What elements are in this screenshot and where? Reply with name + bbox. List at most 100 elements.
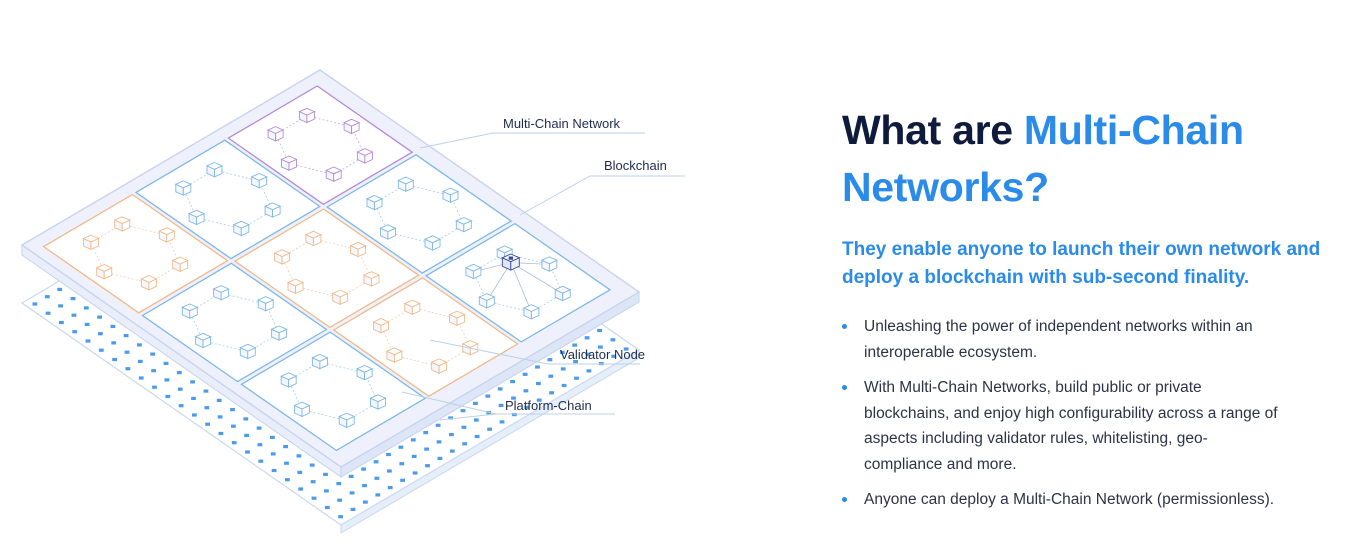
node-cube-icon <box>280 155 298 171</box>
platform-grid-node <box>560 367 566 371</box>
blockchain-tile-surface <box>227 85 414 206</box>
title-text: What are <box>842 107 1024 153</box>
platform-grid-node <box>338 515 343 519</box>
blockchain-tile <box>141 262 328 383</box>
platform-grid-node <box>585 352 591 356</box>
node-cube-icon <box>286 278 305 294</box>
node-cube-icon <box>257 296 275 312</box>
platform-grid-node <box>324 505 330 510</box>
platform-grid-node <box>178 404 184 408</box>
platform-grid-node <box>285 478 290 482</box>
platform-grid-node <box>283 445 288 449</box>
blockchain-tile <box>325 154 513 274</box>
platform-grid-node <box>203 389 209 393</box>
platform-grid-node <box>98 348 104 352</box>
node-cube-icon <box>356 148 374 164</box>
platform-grid-node <box>243 417 249 421</box>
platform-grid-node <box>311 496 317 500</box>
node-cube-icon <box>311 353 329 370</box>
node-cube-icon <box>441 187 460 203</box>
platform-grid-node <box>373 460 379 464</box>
platform-grid-node <box>310 480 316 484</box>
platform-grid-node <box>45 311 51 315</box>
platform-grid-node <box>271 468 277 473</box>
platform-grid-node <box>123 334 129 338</box>
platform-grid-node <box>499 420 505 424</box>
platform-grid-node <box>386 452 391 457</box>
platform-grid-node <box>586 369 592 373</box>
node-cube-icon <box>232 220 250 237</box>
node-cube-icon <box>397 176 415 192</box>
node-cube-icon <box>174 180 192 196</box>
platform-grid-node <box>97 315 102 319</box>
node-cube-icon <box>140 275 158 291</box>
validator-node-icon <box>501 253 521 271</box>
platform-grid-node <box>511 396 516 400</box>
bullet-item: Unleashing the power of independent netw… <box>842 314 1282 365</box>
platform-grid-node <box>245 450 250 454</box>
node-cube-icon <box>365 195 384 211</box>
platform-grid-node <box>336 482 342 486</box>
platform-grid-node <box>324 489 329 493</box>
platform-grid-node <box>623 347 629 351</box>
node-cube-icon <box>267 126 285 142</box>
platform-grid-node <box>497 387 503 391</box>
platform-grid-node <box>424 447 429 451</box>
blockchain-tile-surface <box>141 262 328 383</box>
platform-grid-node <box>410 438 416 442</box>
leader-blockchain <box>519 175 685 216</box>
bullet-list: Unleashing the power of independent netw… <box>842 314 1282 513</box>
platform-grid-node <box>363 500 368 504</box>
node-cube-icon <box>280 372 298 388</box>
platform-grid-node <box>112 357 117 362</box>
blockchain-tile-surface <box>42 193 229 314</box>
platform-grid-node <box>350 507 356 511</box>
page-title: What are Multi-Chain Networks? <box>842 102 1342 216</box>
node-cube-icon <box>263 202 282 218</box>
platform-grid-node <box>411 454 417 458</box>
blockchain-tile <box>240 331 427 452</box>
node-cube-icon <box>385 347 403 363</box>
node-cube-icon <box>342 118 361 135</box>
node-cube-icon <box>293 401 311 418</box>
platform-grid-node <box>435 423 441 427</box>
platform-chain-edge <box>340 349 640 534</box>
node-cube-icon <box>461 340 479 356</box>
validator-link-line <box>486 262 512 302</box>
platform-grid-node <box>44 295 50 299</box>
platform-grid-node <box>584 336 590 340</box>
platform-grid-node <box>163 361 169 365</box>
platform-grid-node <box>522 372 528 376</box>
platform-grid-node <box>190 380 195 384</box>
blockchain-tile <box>424 222 612 343</box>
platform-grid-node <box>387 469 392 473</box>
platform-grid-node <box>98 332 103 336</box>
node-cube-icon <box>212 285 230 301</box>
platform-grid-node <box>473 418 479 422</box>
platform-grid-node <box>448 416 453 420</box>
node-cube-icon <box>205 162 224 178</box>
validator-link-line <box>510 262 532 313</box>
node-cube-icon <box>448 310 466 327</box>
node-cube-icon <box>181 303 199 319</box>
platform-grid-node <box>610 338 616 342</box>
platform-grid-node <box>387 486 393 490</box>
platform-grid-node <box>192 413 197 417</box>
blockchain-tile-surface <box>240 331 427 452</box>
node-cube-icon <box>239 343 257 360</box>
platform-grid-node <box>84 322 90 326</box>
platform-grid-node <box>205 422 210 426</box>
platform-grid-node <box>176 371 182 375</box>
platform-grid-node <box>536 381 541 386</box>
platform-grid-node <box>461 425 467 429</box>
validator-link-line <box>510 262 563 295</box>
platform-grid-node <box>32 302 38 306</box>
platform-grid-node <box>137 359 143 363</box>
blockchain-tile <box>134 139 322 260</box>
label-blockchain: Blockchain <box>604 158 667 173</box>
platform-grid-node <box>574 376 579 380</box>
platform-grid-node <box>298 487 304 491</box>
node-cube-icon <box>356 364 374 381</box>
platform-grid-node <box>217 415 223 419</box>
node-cube-icon <box>349 241 367 258</box>
